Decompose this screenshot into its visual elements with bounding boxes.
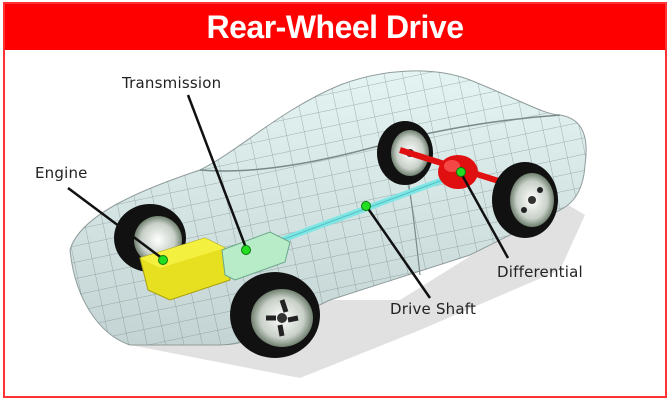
rear-right-wheel [492,162,558,238]
transmission-leader-line [186,94,248,249]
engine-leader-line [67,186,164,261]
drive-shaft-marker [361,201,371,211]
label-drive-shaft: Drive Shaft [390,300,477,318]
engine-marker [158,255,168,265]
diagram-title: Rear-Wheel Drive [206,8,464,45]
drive-shaft-leader-line [365,206,432,299]
differential-marker [456,167,466,177]
title-bar: Rear-Wheel Drive [5,4,665,50]
label-differential: Differential [497,263,583,281]
label-engine: Engine [35,164,88,182]
label-transmission: Transmission [122,74,222,92]
transmission-unit [221,231,291,281]
drive-shaft [258,175,450,251]
markers [158,167,466,265]
front-right-wheel [230,272,320,358]
differential-leader-line [459,172,510,259]
leader-lines [67,94,510,299]
transmission-marker [241,245,251,255]
